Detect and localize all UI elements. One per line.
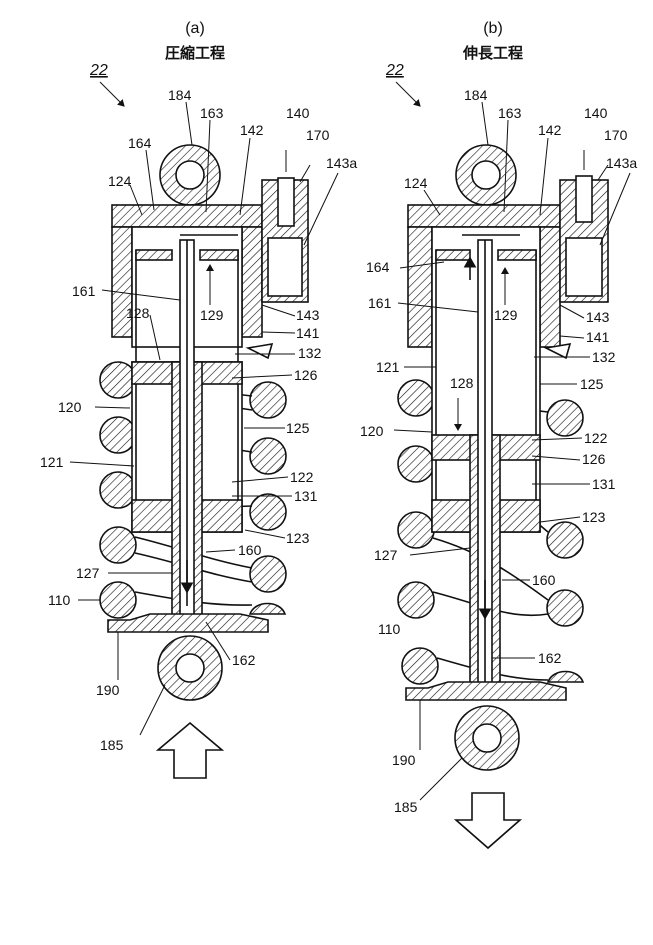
panel-b: (b) 伸長工程 22 xyxy=(360,20,637,848)
ref-arrow-a xyxy=(100,82,124,106)
label-162-a: 162 xyxy=(232,652,256,668)
label-185-a: 185 xyxy=(100,737,124,753)
label-128-a: 128 xyxy=(126,305,150,321)
cylinder-b xyxy=(408,176,608,532)
label-142-a: 142 xyxy=(240,122,264,138)
label-127-a: 127 xyxy=(76,565,100,581)
title-b: 伸長工程 xyxy=(462,44,523,62)
label-124-a: 124 xyxy=(108,173,132,189)
label-160-a: 160 xyxy=(238,542,262,558)
label-129-a: 129 xyxy=(200,307,224,323)
label-184-a: 184 xyxy=(168,87,192,103)
label-120-a: 120 xyxy=(58,399,82,415)
label-123-a: 123 xyxy=(286,530,310,546)
label-129-b: 129 xyxy=(494,307,518,323)
bottom-mount-a xyxy=(108,604,285,701)
label-126-b: 126 xyxy=(582,451,606,467)
label-132-a: 132 xyxy=(298,345,322,361)
ref-arrow-b xyxy=(396,82,420,106)
top-eye-a xyxy=(160,145,220,205)
label-121-a: 121 xyxy=(40,454,64,470)
label-170-a: 170 xyxy=(306,127,330,143)
label-161-a: 161 xyxy=(72,283,96,299)
label-164-a: 164 xyxy=(128,135,152,151)
label-190-a: 190 xyxy=(96,682,120,698)
panel-a: (a) 圧縮工程 22 xyxy=(40,20,357,778)
caption-a: (a) xyxy=(185,20,205,37)
ref-22-b: 22 xyxy=(385,62,404,79)
cylinder-a xyxy=(112,178,308,532)
label-163-b: 163 xyxy=(498,105,522,121)
label-143a-b: 143a xyxy=(606,155,637,171)
label-131-a: 131 xyxy=(294,488,318,504)
label-143a-a: 143a xyxy=(326,155,357,171)
label-170-b: 170 xyxy=(604,127,628,143)
label-131-b: 131 xyxy=(592,476,616,492)
label-121-b: 121 xyxy=(376,359,400,375)
label-140-a: 140 xyxy=(286,105,310,121)
label-185-b: 185 xyxy=(394,799,418,815)
ref-22-a: 22 xyxy=(89,62,108,79)
label-161-b: 161 xyxy=(368,295,392,311)
load-arrow-down-b xyxy=(456,793,520,848)
label-128-b: 128 xyxy=(450,375,474,391)
label-125-b: 125 xyxy=(580,376,604,392)
label-160-b: 160 xyxy=(532,572,556,588)
label-132-b: 132 xyxy=(592,349,616,365)
bottom-mount-b xyxy=(406,672,583,771)
label-190-b: 190 xyxy=(392,752,416,768)
label-140-b: 140 xyxy=(584,105,608,121)
label-110-a: 110 xyxy=(48,592,71,608)
label-141-b: 141 xyxy=(586,329,610,345)
label-124-b: 124 xyxy=(404,175,428,191)
label-110-b: 110 xyxy=(378,621,401,637)
label-141-a: 141 xyxy=(296,325,320,341)
label-123-b: 123 xyxy=(582,509,606,525)
title-a: 圧縮工程 xyxy=(165,44,225,62)
label-126-a: 126 xyxy=(294,367,318,383)
label-163-a: 163 xyxy=(200,105,224,121)
label-122-a: 122 xyxy=(290,469,314,485)
caption-b: (b) xyxy=(483,20,503,37)
label-143-a: 143 xyxy=(296,307,320,323)
label-162-b: 162 xyxy=(538,650,562,666)
load-arrow-up-a xyxy=(158,723,222,778)
label-184-b: 184 xyxy=(464,87,488,103)
label-127-b: 127 xyxy=(374,547,398,563)
label-125-a: 125 xyxy=(286,420,310,436)
label-122-b: 122 xyxy=(584,430,608,446)
label-142-b: 142 xyxy=(538,122,562,138)
label-120-b: 120 xyxy=(360,423,384,439)
label-164-b: 164 xyxy=(366,259,390,275)
label-143-b: 143 xyxy=(586,309,610,325)
